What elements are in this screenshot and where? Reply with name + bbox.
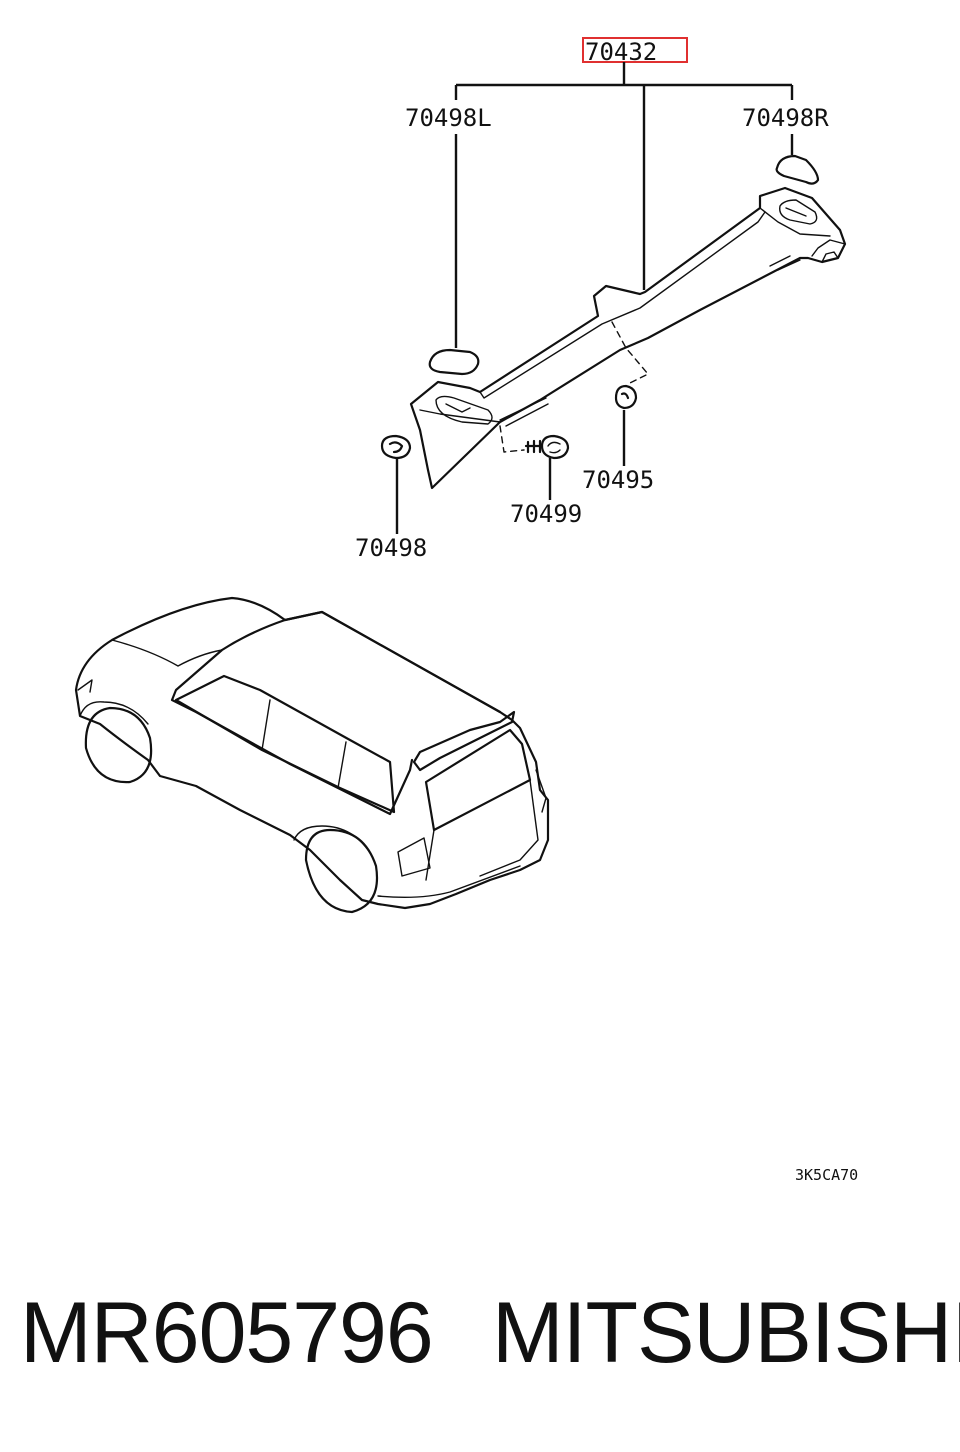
screw-70499-shape	[524, 434, 570, 460]
assembly-leader-lines	[454, 62, 794, 290]
part-number: MR605796	[20, 1285, 434, 1381]
cover-right-shape	[775, 154, 820, 185]
drawing-code: 3K5CA70	[795, 1166, 858, 1184]
clip-70498-shape	[380, 434, 412, 460]
brand-name: MITSUBISHI	[492, 1285, 960, 1381]
callout-70498[interactable]: 70498	[355, 534, 427, 562]
rear-header-trim-panel	[409, 186, 847, 490]
assembly-highlight-box[interactable]	[582, 37, 688, 63]
callout-70498L[interactable]: 70498L	[405, 104, 492, 132]
callout-70498R[interactable]: 70498R	[742, 104, 829, 132]
vehicle-illustration	[74, 596, 550, 914]
callout-70432[interactable]: 70432	[585, 38, 657, 66]
callout-70495[interactable]: 70495	[582, 466, 654, 494]
cover-left-shape	[428, 348, 480, 376]
callout-70499[interactable]: 70499	[510, 500, 582, 528]
clip-70495-shape	[614, 384, 638, 410]
